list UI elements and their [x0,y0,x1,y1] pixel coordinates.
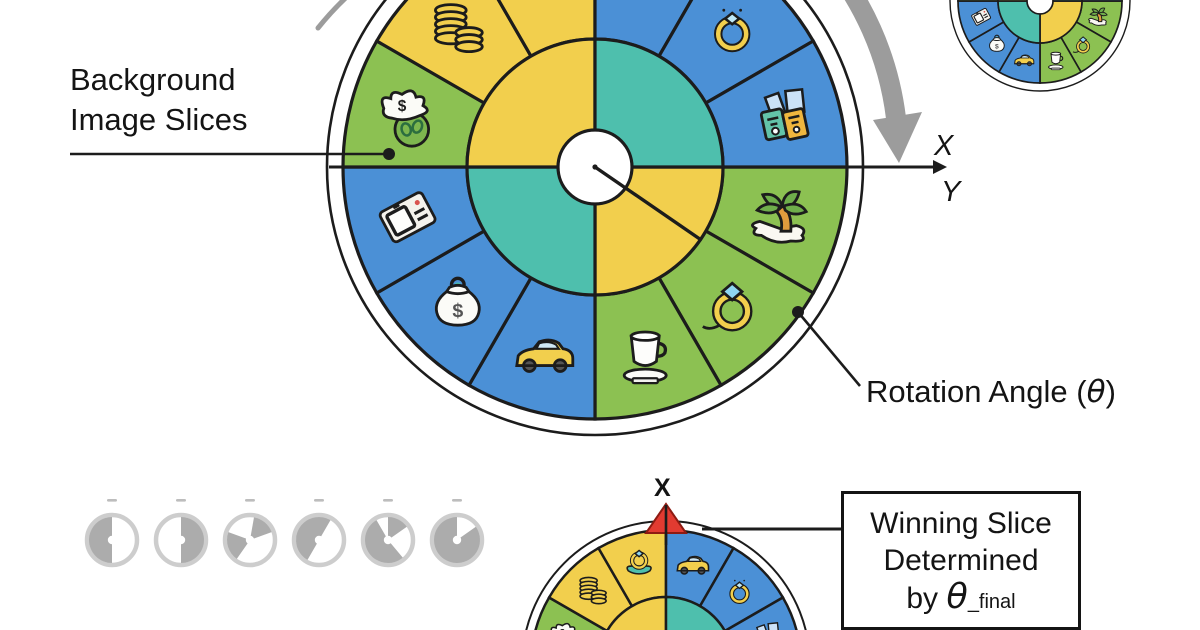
winning-by: by [906,582,947,615]
pie-fill-wedge [388,517,407,540]
winning-slice-callout: Winning Slice Determined by θ_final [841,491,1081,630]
rotation-frame-pie [291,499,347,568]
background-image-slices-label: Background Image Slices [70,60,247,140]
theta-symbol: θ [1086,374,1106,410]
coin-stack-icon [433,3,484,54]
rotation-angle-label: Rotation Angle (θ) [866,374,1116,410]
coin-stack-icon [579,576,607,605]
theta-final-symbol: θ [946,577,968,617]
pie-fill-wedge [181,517,204,563]
teacup-icon [1048,51,1064,71]
money-sack-icon: $ [550,622,576,630]
teacup-icon [622,330,668,385]
inner-quadrant [606,595,668,630]
rotation-frame-pie [84,499,140,568]
rotation-arrow-tail [315,0,348,31]
wheel-slice-money-sack [957,0,999,2]
background-slices-leader [70,148,395,160]
frame-tick-mark [452,499,462,502]
svg-text:$: $ [560,627,565,630]
diamond-ring-icon [1072,36,1091,54]
inner-quadrant [465,37,597,169]
rotation-frame-pie [222,499,278,568]
pie-center-dot [452,535,462,545]
pie-fill-wedge [89,517,112,563]
pie-center-dot [314,535,324,545]
car-icon [515,338,575,373]
palm-tree-icon [751,190,809,244]
radio-icon [378,191,437,244]
radio-icon [971,7,991,26]
frame-tick-mark [176,499,186,502]
leader-dot [383,148,395,160]
rotation-angle-line [593,165,703,242]
frame-tick-mark [314,499,324,502]
rotation-angle-leader [792,306,861,387]
winning-line2: Determined [883,544,1039,577]
wheel-hub [1026,0,1054,15]
inner-quadrant [664,595,726,630]
rotation-angle-text: Rotation Angle ( [866,374,1087,409]
pie-center-dot [245,535,255,545]
rotation-arrow-head [873,112,922,163]
inner-quadrant [997,0,1041,44]
svg-text:$: $ [995,43,999,50]
rotation-frame-pie [360,499,416,568]
rotation-angle-close: ) [1105,374,1116,409]
car-icon [676,555,710,575]
main-wheel: $ $ [325,0,865,437]
palm-tree-icon [1088,7,1108,26]
x-axis-arrowhead [933,160,947,174]
rotation-direction-arrow [315,0,922,163]
gold-ring-icon [714,8,751,53]
rotation-frame-pie [429,499,485,568]
result-pointer [644,502,688,545]
rotation-frame-pie [153,499,209,568]
frame-tick-mark [383,499,393,502]
inner-quadrant [465,165,597,297]
mini-wheel-top-right: $ $ [949,0,1131,92]
pie-fill-wedge [364,520,403,564]
car-icon [1014,54,1035,67]
gold-ring-icon [729,579,750,604]
theta-final-subscript: _final [967,591,1016,613]
pie-center-dot [176,535,186,545]
money-sack-icon: $ [380,89,431,148]
tickets-icon [759,88,810,142]
pie-center-dot [107,535,117,545]
pie-fill-wedge [250,517,272,540]
diamond-ring-icon [702,281,753,332]
frame-tick-mark [245,499,255,502]
pointer-axis-label: X [654,474,671,502]
x-axis [329,160,947,174]
rotation-frames-strip [84,499,485,568]
x-axis-label: X [934,130,954,162]
wheel-center-dot [592,164,598,170]
pie-center-dot [383,535,393,545]
background-label-line1: Background [70,62,236,97]
frame-tick-mark [107,499,117,502]
inner-quadrant [593,165,725,297]
winning-line3: by θ_final [844,579,1078,621]
wheel-slice-tickets [1081,0,1123,2]
result-wheel: $ $ [525,520,807,630]
pie-fill-wedge [227,532,250,559]
winning-line1: Winning Slice [870,507,1052,540]
money-pouch-icon: $ [434,276,481,327]
inner-quadrant [593,37,725,169]
money-pouch-icon: $ [989,34,1005,52]
rotation-arrow-body [844,0,906,120]
svg-text:$: $ [398,98,407,115]
wheel-slice-tickets [724,595,798,630]
inner-quadrant [1039,0,1083,44]
y-axis-label: Y [941,176,961,208]
ring-cushion-icon [626,549,652,575]
pie-fill-wedge [295,516,331,560]
background-label-line2: Image Slices [70,102,248,137]
svg-text:$: $ [452,300,463,322]
leader-line [797,311,861,387]
